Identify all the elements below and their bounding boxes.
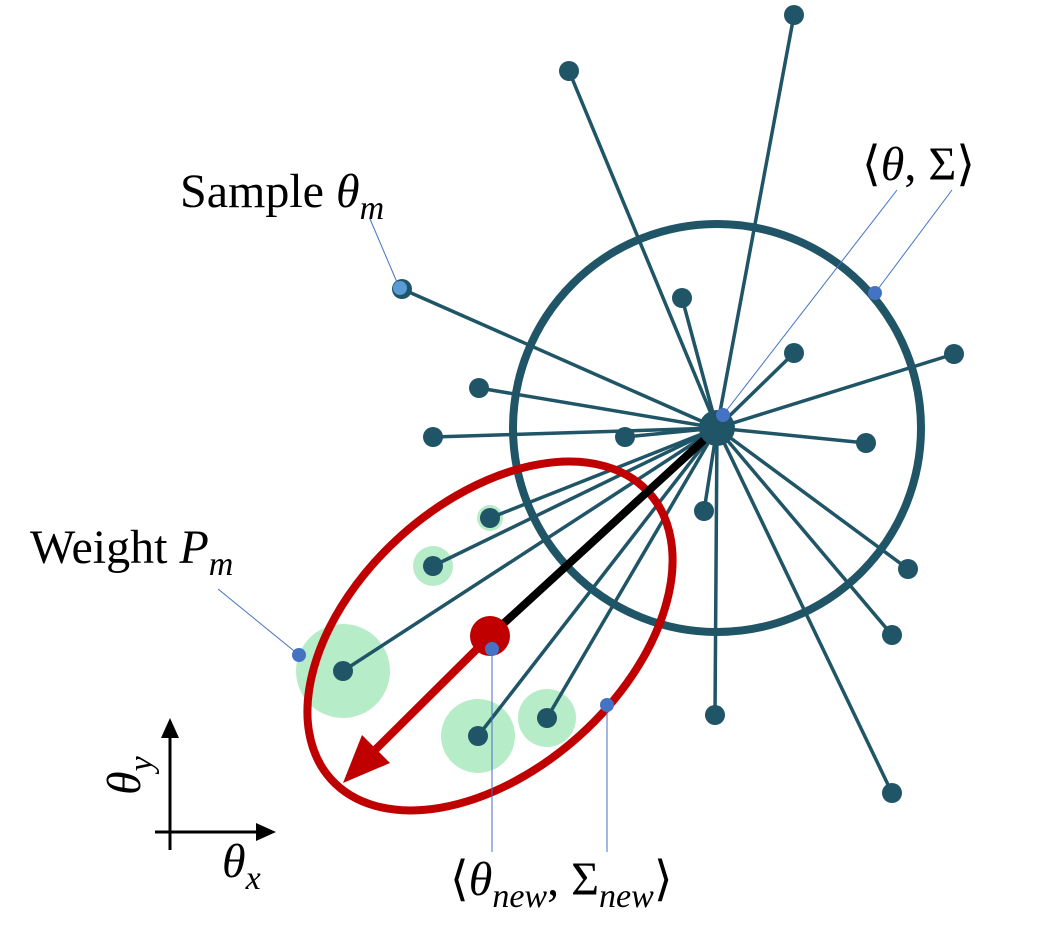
sample-point [694, 501, 714, 521]
new-mean-marker [485, 642, 499, 656]
axes [155, 735, 260, 850]
x-axis-arrowhead [256, 823, 276, 841]
sample-label: Sample θm [180, 165, 384, 227]
sample-point [615, 427, 635, 447]
sample-point [784, 343, 804, 363]
sample-point [705, 705, 725, 725]
sample-point [898, 559, 918, 579]
sample-point [333, 661, 353, 681]
sample-point [672, 288, 692, 308]
circle-marker [868, 286, 882, 300]
y-axis-label: θy [98, 755, 160, 795]
sample-point [423, 556, 443, 576]
leader-lines [217, 189, 953, 852]
ellipse-marker [600, 698, 614, 712]
marker-dots [292, 281, 882, 712]
sample-point [784, 5, 804, 25]
new-mean-point [470, 616, 510, 656]
sample-point [882, 625, 902, 645]
sample-marker [393, 281, 407, 295]
sample-spokes [342, 14, 955, 794]
sample-point [423, 427, 443, 447]
mean-label: ⟨θ, Σ⟩ [862, 138, 975, 191]
sample-point [468, 726, 488, 746]
mean-marker [716, 408, 730, 422]
sample-point [856, 433, 876, 453]
y-axis-arrowhead [161, 718, 179, 738]
weight-marker [292, 648, 306, 662]
sample-point [480, 508, 500, 528]
distribution-circle [509, 220, 925, 636]
mean-shift-arrow [487, 425, 720, 639]
sample-point [469, 378, 489, 398]
sample-points [333, 5, 964, 803]
covariance-arrow [343, 633, 493, 783]
weight-label: Weight Pm [30, 521, 233, 583]
sample-point [559, 61, 579, 81]
sample-point [944, 344, 964, 364]
x-axis-label: θx [222, 835, 261, 897]
sample-point [537, 708, 557, 728]
sample-point [882, 783, 902, 803]
new-mean-label: ⟨θnew, Σnew⟩ [450, 853, 673, 915]
